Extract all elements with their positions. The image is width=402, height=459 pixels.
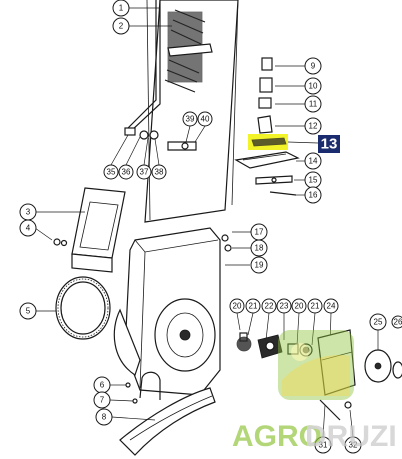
agrodruzi-watermark: AGRO DRUZI <box>232 330 397 453</box>
svg-text:3: 3 <box>26 208 31 217</box>
callout-21b: 21 <box>307 298 323 314</box>
fan-housing-19 <box>113 227 252 396</box>
callout-39: 39 <box>182 111 198 127</box>
callout-24: 24 <box>323 298 339 314</box>
svg-text:15: 15 <box>309 176 318 185</box>
svg-text:25: 25 <box>374 318 383 327</box>
svg-text:8: 8 <box>102 413 107 422</box>
callout-11: 11 <box>304 95 322 113</box>
svg-text:40: 40 <box>201 115 210 124</box>
svg-text:20: 20 <box>295 302 304 311</box>
svg-text:5: 5 <box>26 307 31 316</box>
callout-2: 2 <box>112 17 130 35</box>
callout-14: 14 <box>304 152 322 170</box>
svg-text:35: 35 <box>107 168 116 177</box>
main-column <box>127 0 239 223</box>
svg-text:37: 37 <box>140 168 149 177</box>
bracket-6-7 <box>109 371 161 404</box>
svg-text:11: 11 <box>309 100 318 109</box>
svg-text:12: 12 <box>309 122 318 131</box>
callouts: 1 2 3 4 5 6 7 8 9 10 11 12 14 15 16 17 1… <box>19 0 402 454</box>
callout-20a: 20 <box>229 298 245 314</box>
svg-text:9: 9 <box>311 62 316 71</box>
callout-37: 37 <box>136 164 152 180</box>
watermark-text-druzi: DRUZI <box>305 420 397 453</box>
callout-9: 9 <box>304 57 322 75</box>
svg-text:18: 18 <box>255 244 264 253</box>
svg-text:21: 21 <box>311 302 320 311</box>
callout-5: 5 <box>19 302 37 320</box>
bolt-group-35-38 <box>110 127 160 166</box>
callout-35: 35 <box>103 164 119 180</box>
svg-text:21: 21 <box>249 302 258 311</box>
callout-20b: 20 <box>291 298 307 314</box>
callout-18: 18 <box>250 239 268 257</box>
svg-text:4: 4 <box>26 224 31 233</box>
callout-21a: 21 <box>245 298 261 314</box>
callout-7: 7 <box>93 391 111 409</box>
svg-text:39: 39 <box>186 115 195 124</box>
watermark-text-agro: AGRO <box>232 420 322 453</box>
svg-text:14: 14 <box>309 157 318 166</box>
callout-23: 23 <box>276 298 292 314</box>
callout-8: 8 <box>95 408 113 426</box>
bracket-39-40 <box>167 125 206 151</box>
svg-text:23: 23 <box>280 302 289 311</box>
callout-25: 25 <box>369 313 387 331</box>
svg-text:6: 6 <box>100 381 105 390</box>
callout-17: 17 <box>250 223 268 241</box>
callout-15: 15 <box>304 171 322 189</box>
callout-31: 31 <box>314 436 332 454</box>
callout-3: 3 <box>19 203 37 221</box>
highlighted-callout-label: 13 <box>321 136 338 153</box>
highlighted-part-13: 13 <box>248 134 340 153</box>
callout-10: 10 <box>304 77 322 95</box>
callout-40: 40 <box>197 111 213 127</box>
callout-26: 26 <box>391 315 402 329</box>
callout-22: 22 <box>261 298 277 314</box>
impeller-parts-20-26 <box>236 312 402 438</box>
svg-text:32: 32 <box>349 441 358 450</box>
svg-text:20: 20 <box>233 302 242 311</box>
callout-19: 19 <box>250 256 268 274</box>
guide-frame-3-4 <box>34 187 126 273</box>
svg-text:26: 26 <box>394 318 402 327</box>
svg-text:10: 10 <box>309 82 318 91</box>
ring-5 <box>35 276 111 340</box>
svg-text:17: 17 <box>255 228 264 237</box>
callout-6: 6 <box>93 376 111 394</box>
svg-text:2: 2 <box>119 22 124 31</box>
callout-4: 4 <box>19 219 37 237</box>
callout-1: 1 <box>112 0 130 17</box>
svg-text:31: 31 <box>319 441 328 450</box>
svg-text:16: 16 <box>309 191 318 200</box>
curved-plate-8 <box>111 387 216 456</box>
callout-36: 36 <box>118 164 134 180</box>
svg-text:22: 22 <box>265 302 274 311</box>
svg-text:24: 24 <box>327 302 336 311</box>
svg-text:36: 36 <box>122 168 131 177</box>
small-parts-9-16 <box>234 57 305 196</box>
callout-16: 16 <box>304 186 322 204</box>
svg-text:19: 19 <box>255 261 264 270</box>
svg-text:1: 1 <box>119 4 124 13</box>
svg-text:7: 7 <box>100 396 105 405</box>
callout-32: 32 <box>344 436 362 454</box>
callout-12: 12 <box>304 117 322 135</box>
callout-38: 38 <box>151 164 167 180</box>
svg-text:38: 38 <box>155 168 164 177</box>
